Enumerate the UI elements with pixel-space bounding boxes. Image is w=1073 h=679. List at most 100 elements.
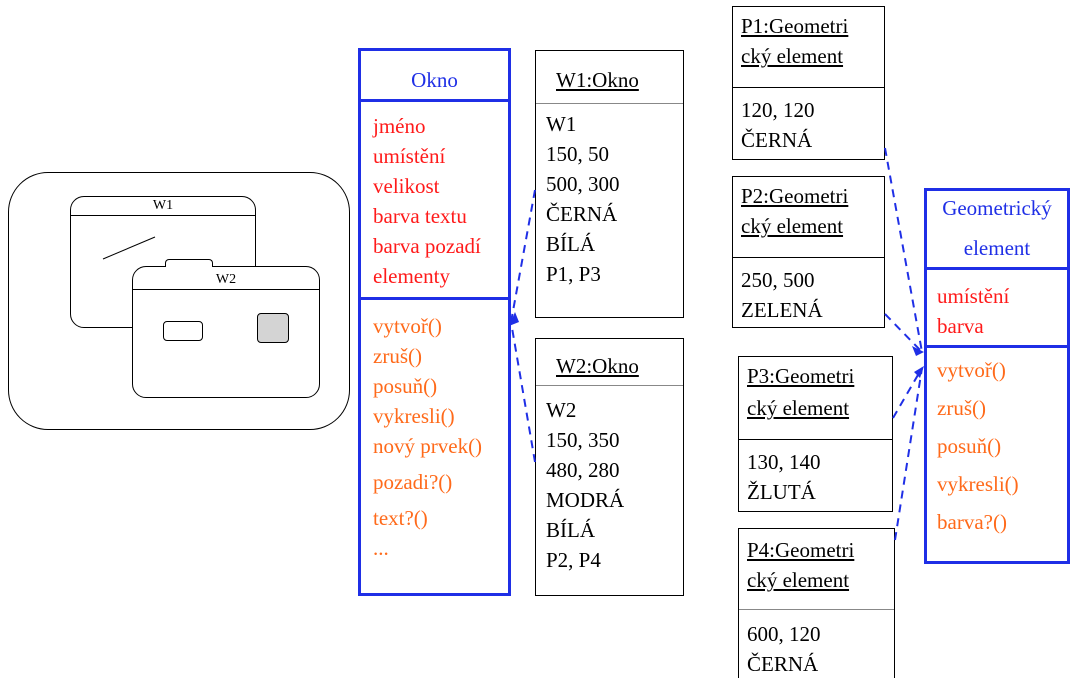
p4-object-box: P4:Geometri cký element 600, 120 ČERNÁ [738, 528, 895, 678]
p4-object-divider [739, 609, 894, 610]
object-value: MODRÁ [546, 488, 625, 512]
w2-object-box: W2:Okno W2 150, 350 480, 280 MODRÁ BÍLÁ … [535, 338, 684, 596]
p1-object-title-line2: cký element [741, 44, 844, 68]
arrowhead-geo-upper [912, 346, 924, 356]
geo-class-divider-1 [927, 267, 1067, 270]
okno-attributes: jméno umístění velikost barva textu barv… [373, 111, 481, 291]
method: vytvoř() [373, 314, 442, 338]
window-w2-gray-square [257, 313, 289, 343]
attribute: umístění [373, 144, 446, 168]
link-w1-to-okno [510, 189, 536, 323]
window-w2-tab [165, 259, 213, 267]
arrowhead-okno [509, 312, 519, 326]
w1-object-box: W1:Okno W1 150, 50 500, 300 ČERNÁ BÍLÁ P… [535, 50, 684, 318]
w2-object-title: W2:Okno [556, 354, 639, 378]
p1-object-title-line1: P1:Geometri [741, 14, 849, 38]
window-w1-label: W1 [152, 198, 174, 213]
geo-class-divider-2 [927, 345, 1067, 348]
window-w2-button-shape [163, 321, 203, 341]
attribute: umístění [937, 284, 1010, 308]
object-value: ČERNÁ [741, 128, 813, 152]
geo-class-title-line1: Geometrický [942, 196, 1052, 220]
p3-object-divider [739, 439, 892, 440]
object-value: 130, 140 [747, 450, 821, 474]
window-w1-diagonal-line [102, 236, 156, 260]
object-value: W2 [546, 398, 577, 422]
link-p3-to-geo [892, 367, 923, 419]
p2-object-title-line2: cký element [741, 214, 844, 238]
object-value: P1, P3 [546, 262, 601, 286]
okno-class-divider-2 [361, 297, 508, 300]
arrowhead-geo-lower [914, 366, 924, 378]
method: pozadi?() [373, 470, 453, 494]
object-value: 250, 500 [741, 268, 815, 292]
p3-object-title-line1: P3:Geometri [747, 364, 855, 388]
p1-object-values: 120, 120 ČERNÁ [741, 95, 815, 155]
method: vykresli() [373, 404, 455, 428]
window-w1-titlebar [71, 215, 255, 216]
object-value: 480, 280 [546, 458, 620, 482]
link-w2-to-okno [510, 321, 536, 463]
object-value: 120, 120 [741, 98, 815, 122]
w1-object-title: W1:Okno [556, 68, 639, 92]
method: vykresli() [937, 472, 1019, 496]
geo-class-box: Geometrický element umístění barva vytvo… [924, 188, 1070, 564]
object-value: P2, P4 [546, 548, 601, 572]
object-value: W1 [546, 112, 577, 136]
link-p1-to-geo [884, 147, 923, 353]
object-value: ČERNÁ [747, 652, 819, 676]
object-value: ŽLUTÁ [747, 480, 816, 504]
attribute: barva [937, 314, 984, 338]
attribute: barva textu [373, 204, 467, 228]
window-w2-label: W2 [215, 272, 237, 287]
object-value: 150, 50 [546, 142, 609, 166]
p4-object-values: 600, 120 ČERNÁ [747, 619, 821, 679]
p3-object-values: 130, 140 ŽLUTÁ [747, 447, 821, 507]
p1-object-divider [733, 87, 884, 88]
p4-object-title-line1: P4:Geometri [747, 538, 855, 562]
method: posuň() [373, 374, 438, 398]
method: zruš() [937, 396, 986, 420]
w2-object-divider [536, 385, 683, 386]
screen-illustration [8, 172, 350, 430]
method: text?() [373, 506, 428, 530]
p3-object-box: P3:Geometri cký element 130, 140 ŽLUTÁ [738, 356, 893, 512]
link-p2-to-geo [884, 313, 923, 353]
geo-class-title-line2: element [963, 236, 1031, 260]
okno-class-title: Okno [411, 68, 458, 92]
okno-class-divider-1 [361, 99, 508, 102]
object-value: ČERNÁ [546, 202, 618, 226]
method: posuň() [937, 434, 1002, 458]
p3-object-title-line2: cký element [747, 396, 850, 420]
okno-class-box: Okno jméno umístění velikost barva textu… [358, 48, 511, 596]
object-value: 600, 120 [747, 622, 821, 646]
attribute: barva pozadí [373, 234, 481, 258]
geo-attributes: umístění barva [937, 281, 1009, 341]
method: barva?() [937, 510, 1007, 534]
object-value: ZELENÁ [741, 298, 823, 322]
link-p4-to-geo [894, 367, 923, 541]
attribute: elementy [373, 264, 450, 288]
p2-object-box: P2:Geometri cký element 250, 500 ZELENÁ [732, 176, 885, 328]
okno-methods: vytvoř() zruš() posuň() vykresli() nový … [373, 311, 482, 563]
p2-object-values: 250, 500 ZELENÁ [741, 265, 823, 325]
p4-object-title-line2: cký element [747, 568, 850, 592]
attribute: jméno [373, 114, 426, 138]
geo-methods: vytvoř() zruš() posuň() vykresli() barva… [937, 355, 1019, 537]
method: zruš() [373, 344, 422, 368]
window-w2-illustration: W2 [132, 259, 320, 398]
method: vytvoř() [937, 358, 1006, 382]
object-value: 500, 300 [546, 172, 620, 196]
object-value: BÍLÁ [546, 518, 595, 542]
w1-object-divider [536, 103, 683, 104]
w1-object-values: W1 150, 50 500, 300 ČERNÁ BÍLÁ P1, P3 [546, 109, 620, 289]
object-value: BÍLÁ [546, 232, 595, 256]
p1-object-box: P1:Geometri cký element 120, 120 ČERNÁ [732, 6, 885, 160]
w2-object-values: W2 150, 350 480, 280 MODRÁ BÍLÁ P2, P4 [546, 395, 624, 575]
method: nový prvek() [373, 434, 483, 458]
attribute: velikost [373, 174, 440, 198]
window-w2-titlebar [133, 289, 319, 290]
method: ... [373, 536, 389, 560]
object-value: 150, 350 [546, 428, 620, 452]
